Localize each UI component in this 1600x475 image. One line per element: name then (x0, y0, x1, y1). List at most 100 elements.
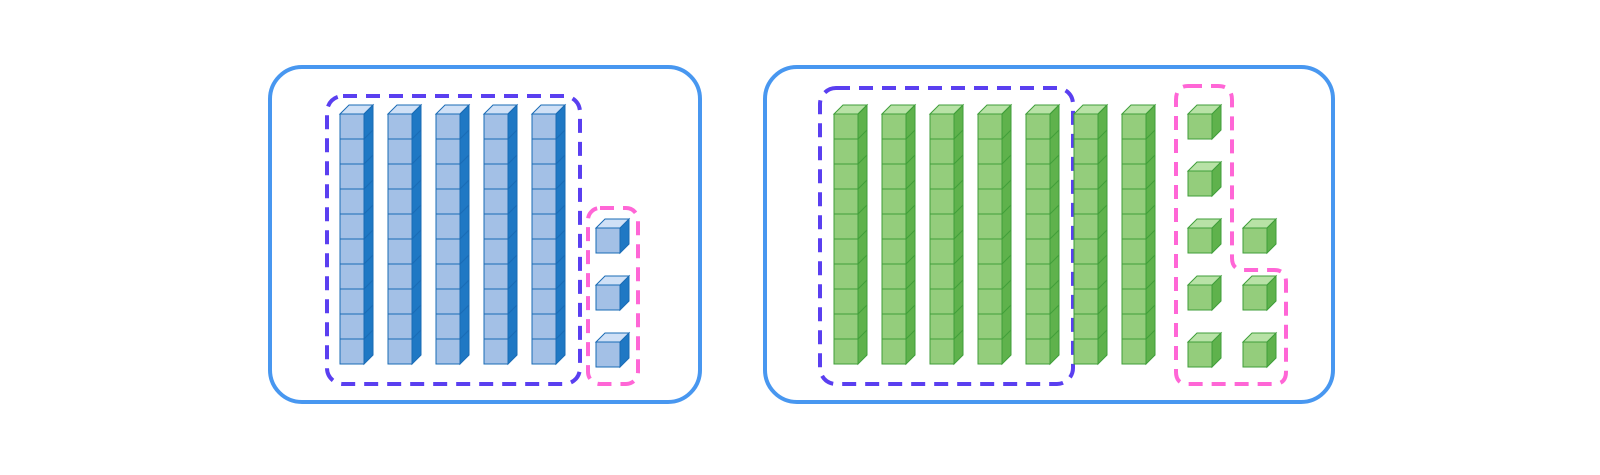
rod-cube (435, 138, 461, 165)
ten-rod (482, 103, 519, 366)
rod-cube (1025, 113, 1051, 140)
rod-cube (435, 238, 461, 265)
rod-cube (483, 288, 509, 315)
rod-cube (881, 138, 907, 165)
rod-cube (833, 338, 859, 365)
unit-cube (594, 217, 631, 255)
rod-cube (977, 163, 1003, 190)
ones-group-outline (1174, 84, 1288, 386)
ten-rod (434, 103, 471, 366)
rod-cube (977, 288, 1003, 315)
rod-cube (929, 263, 955, 290)
rod-cube (387, 138, 413, 165)
rod-cube (833, 163, 859, 190)
ten-rod (976, 103, 1013, 366)
rod-cube (881, 113, 907, 140)
ten-rod (928, 103, 965, 366)
rod-cube (1073, 288, 1099, 315)
rod-cube (977, 213, 1003, 240)
unit-cube (1241, 274, 1278, 312)
rod-cube (531, 213, 557, 240)
rod-cube (435, 313, 461, 340)
rod-cube (531, 263, 557, 290)
rod-cube (1073, 138, 1099, 165)
rod-cube (483, 138, 509, 165)
ten-rod (530, 103, 567, 366)
rod-cube (881, 188, 907, 215)
rod-cube (435, 288, 461, 315)
rod-cube (833, 213, 859, 240)
rod-cube (387, 263, 413, 290)
rod-cube (1121, 263, 1147, 290)
rod-cube (387, 213, 413, 240)
rod-cube (1025, 188, 1051, 215)
rod-cube (929, 138, 955, 165)
rod-cube (1121, 163, 1147, 190)
unit-cube (1186, 217, 1223, 255)
panel-right (763, 65, 1335, 404)
rod-cube (483, 313, 509, 340)
rod-cube (387, 313, 413, 340)
rod-cube (1025, 288, 1051, 315)
rod-cube (929, 213, 955, 240)
rod-cube (1025, 338, 1051, 365)
rod-cube (435, 113, 461, 140)
rod-cube (435, 188, 461, 215)
rod-cube (339, 313, 365, 340)
ten-rod (832, 103, 869, 366)
rod-cube (1121, 313, 1147, 340)
tens-group-outline (818, 86, 1075, 386)
rod-cube (1073, 213, 1099, 240)
rod-cube (1025, 313, 1051, 340)
rod-cube (339, 138, 365, 165)
panel-left (268, 65, 702, 404)
unit-cube (1186, 160, 1223, 198)
rod-cube (977, 188, 1003, 215)
rod-cube (833, 288, 859, 315)
rod-cube (483, 338, 509, 365)
rod-cube (435, 213, 461, 240)
rod-cube (483, 213, 509, 240)
rod-cube (1073, 263, 1099, 290)
rod-cube (833, 313, 859, 340)
rod-cube (339, 113, 365, 140)
rod-cube (1121, 238, 1147, 265)
rod-cube (977, 138, 1003, 165)
rod-cube (929, 313, 955, 340)
rod-cube (929, 188, 955, 215)
unit-cube (1186, 274, 1223, 312)
rod-cube (833, 238, 859, 265)
rod-cube (483, 163, 509, 190)
rod-cube (339, 288, 365, 315)
rod-cube (977, 263, 1003, 290)
ten-rod (386, 103, 423, 366)
rod-cube (531, 188, 557, 215)
ten-rod (1024, 103, 1061, 366)
rod-cube (435, 263, 461, 290)
ones-group-outline (586, 206, 640, 386)
rod-cube (977, 113, 1003, 140)
rod-cube (833, 188, 859, 215)
rod-cube (483, 113, 509, 140)
ten-rod (1120, 103, 1157, 366)
rod-cube (881, 263, 907, 290)
ten-rod (338, 103, 375, 366)
rod-cube (833, 263, 859, 290)
rod-cube (435, 338, 461, 365)
rod-cube (531, 313, 557, 340)
rod-cube (387, 238, 413, 265)
rod-cube (483, 188, 509, 215)
rod-cube (339, 263, 365, 290)
rod-cube (387, 163, 413, 190)
rod-cube (929, 338, 955, 365)
rod-cube (531, 138, 557, 165)
tens-group-outline (325, 94, 582, 386)
rod-cube (531, 288, 557, 315)
unit-cube (1241, 331, 1278, 369)
rod-cube (387, 188, 413, 215)
rod-cube (977, 338, 1003, 365)
rod-cube (1121, 213, 1147, 240)
rod-cube (1121, 288, 1147, 315)
